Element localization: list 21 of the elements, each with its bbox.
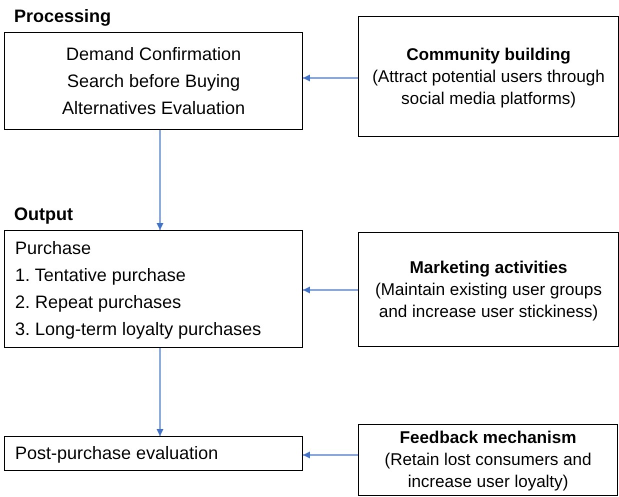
box-text: (Retain lost consumers and increase user loyalty) [384, 449, 592, 493]
box-title: Marketing activities [410, 256, 568, 278]
box-text: 2. Repeat purchases [15, 291, 182, 314]
arrow [156, 130, 164, 230]
box-title: Feedback mechanism [400, 427, 576, 449]
box-text: Post-purchase evaluation [15, 442, 218, 465]
box-text: Demand Confirmation [66, 42, 242, 66]
box-text: (Attract potential users through social media platforms) [371, 66, 606, 110]
arrow [303, 452, 358, 458]
arrow [303, 286, 358, 294]
arrow [156, 348, 164, 436]
box-text: (Maintain existing user groups and increase user stickiness) [374, 278, 603, 322]
box-text: 1. Tentative purchase [15, 264, 186, 287]
box-text: Purchase [15, 237, 92, 260]
box-text: Search before Buying [66, 70, 240, 93]
section-heading: Processing [14, 5, 112, 28]
box-text: 3. Long-term loyalty purchases [15, 318, 262, 341]
box-title: Community building [406, 44, 571, 66]
arrow [303, 74, 358, 82]
section-heading: Output [14, 203, 73, 226]
box-text: Alternatives Evaluation [62, 96, 246, 120]
